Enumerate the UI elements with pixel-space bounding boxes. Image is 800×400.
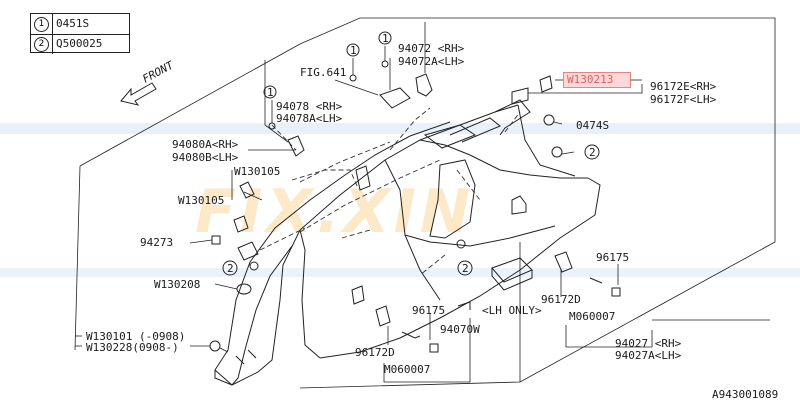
label-96172d-b: 96172D — [541, 293, 581, 306]
label-m060007-a: M060007 — [384, 363, 430, 376]
legend-row: 2 Q500025 — [31, 34, 129, 54]
callout-1: 1 — [263, 85, 277, 99]
drawing-number: A943001089 — [712, 388, 778, 400]
part-labels: FIG.641 94072 <RH> 94072A<LH> W130213 96… — [86, 42, 778, 400]
label-94027-rh: 94027 <RH> — [615, 337, 682, 350]
label-lh-only: <LH ONLY> — [482, 304, 542, 317]
callout-1: 1 — [346, 43, 360, 57]
label-w130101: W130101 (-0908) — [86, 330, 185, 343]
legend-number: 1 — [34, 17, 49, 32]
label-w130105-b: W130105 — [178, 194, 224, 207]
fasteners — [209, 46, 621, 353]
front-arrow-icon: FRONT — [120, 58, 177, 106]
label-94080-rh: 94080A<RH> — [172, 138, 239, 151]
label-96172-lh: 96172F<LH> — [650, 93, 717, 106]
legend-divider — [52, 34, 53, 54]
callout-2: 2 — [222, 260, 238, 276]
svg-text:2: 2 — [589, 146, 596, 159]
label-96172d-a: 96172D — [355, 346, 395, 359]
callout-1: 1 — [378, 31, 392, 45]
callouts: 1 1 1 2 2 2 — [222, 31, 600, 276]
label-94072-lh: 94072A<LH> — [398, 55, 465, 68]
callout-2: 2 — [584, 144, 600, 160]
legend-number: 2 — [34, 37, 49, 52]
label-w130208: W130208 — [154, 278, 200, 291]
perspective-frame — [74, 17, 776, 389]
hidden-lines — [259, 107, 521, 276]
label-96175-a: 96175 — [412, 304, 445, 317]
legend-table: 1 0451S 2 Q500025 — [30, 13, 130, 54]
front-label: FRONT — [140, 58, 177, 86]
legend-code: Q500025 — [56, 37, 103, 50]
label-w130228: W130228(0908-) — [86, 341, 179, 354]
svg-text:1: 1 — [267, 86, 274, 99]
label-94078-rh: 94078 <RH> — [276, 100, 343, 113]
label-m060007-b: M060007 — [569, 310, 615, 323]
svg-text:2: 2 — [462, 262, 469, 275]
legend-row: 1 0451S — [31, 14, 129, 35]
label-94027-lh: 94027A<LH> — [615, 349, 682, 362]
label-96172-rh: 96172E<RH> — [650, 80, 717, 93]
label-94273: 94273 — [140, 236, 173, 249]
legend-divider — [52, 14, 53, 34]
leader-lines — [75, 22, 770, 383]
callout-2: 2 — [457, 260, 473, 276]
label-94070w: 94070W — [440, 323, 480, 336]
label-94078-lh: 94078A<LH> — [276, 112, 343, 125]
svg-text:2: 2 — [227, 262, 234, 275]
label-94072-rh: 94072 <RH> — [398, 42, 465, 55]
legend-code: 0451S — [56, 17, 90, 30]
highlight-box — [563, 72, 631, 88]
label-96175-b: 96175 — [596, 251, 629, 264]
svg-text:1: 1 — [382, 32, 389, 45]
label-w130105-a: W130105 — [234, 165, 280, 178]
watermark: FIX.XIN — [0, 123, 800, 277]
svg-text:1: 1 — [350, 44, 357, 57]
label-w130213: W130213 — [567, 73, 613, 86]
label-94080-lh: 94080B<LH> — [172, 151, 239, 164]
label-fig641: FIG.641 — [300, 66, 346, 79]
label-0474s: 0474S — [576, 119, 609, 132]
